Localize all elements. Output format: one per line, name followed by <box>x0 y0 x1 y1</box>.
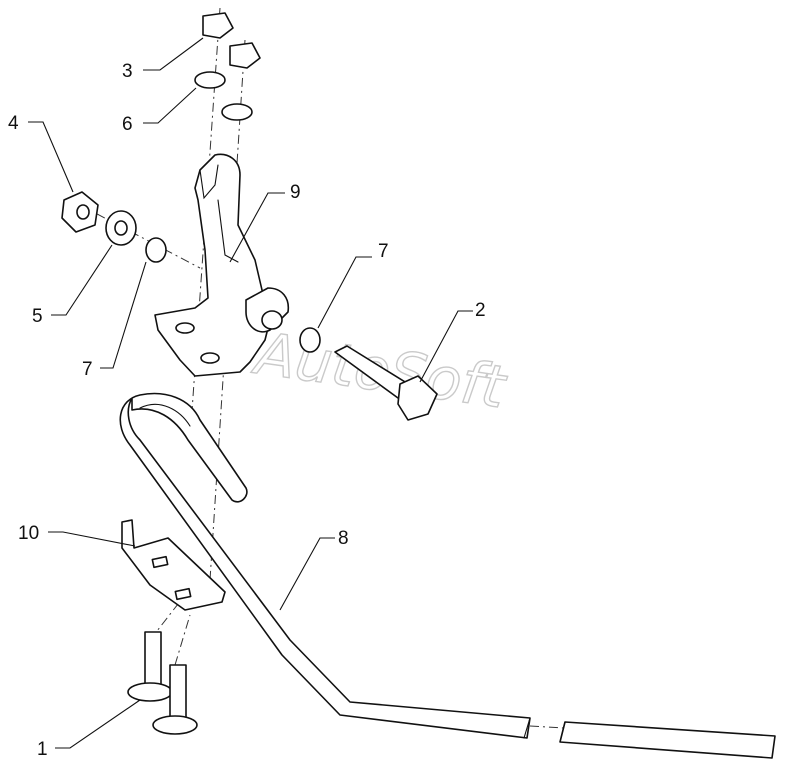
sleeve-part-7 <box>145 237 321 353</box>
leader-10 <box>48 531 136 547</box>
bracket-bushing-bore <box>261 310 283 330</box>
callout-1: 1 <box>37 739 48 760</box>
rod-tail-section <box>559 721 776 759</box>
callout-2: 2 <box>475 300 486 321</box>
washer-part-5 <box>105 210 137 246</box>
bracket-hole-lower <box>200 352 220 364</box>
rod-body <box>119 392 531 739</box>
nuts-part-3 <box>202 12 261 69</box>
bolt-2-head <box>152 715 198 735</box>
leader-2 <box>419 310 473 383</box>
nut-4-hole <box>76 204 90 220</box>
washers-part-6 <box>194 71 253 121</box>
bolt-2-shank <box>169 664 187 721</box>
leader-5 <box>51 244 113 316</box>
rod-break-2 <box>559 721 566 743</box>
washer-6b <box>221 103 253 121</box>
nut-part-4 <box>61 191 99 233</box>
callout-4: 4 <box>8 113 19 134</box>
rod-break-1 <box>523 717 531 739</box>
axis-pivot <box>79 204 201 269</box>
nut-3a <box>202 12 234 39</box>
callout-8: 8 <box>338 528 349 549</box>
plate-part-10 <box>121 519 226 611</box>
washer-5-hole <box>114 220 128 236</box>
washer-6a <box>194 71 226 89</box>
axis-bolt-2 <box>174 614 191 666</box>
leader-lines <box>28 37 473 749</box>
bracket-fold <box>217 199 239 263</box>
bracket-body <box>154 153 271 377</box>
plate-slot-upper <box>151 555 169 569</box>
callout-10: 10 <box>18 523 39 544</box>
plate-slot-lower <box>174 587 192 601</box>
plate-body <box>121 519 226 611</box>
sleeve-7a <box>145 237 167 263</box>
callout-5: 5 <box>32 306 43 327</box>
callout-7b: 7 <box>378 241 389 262</box>
leader-3 <box>143 37 204 71</box>
leader-4 <box>28 121 74 193</box>
bracket-hole-upper <box>175 322 195 334</box>
rod-part-8 <box>119 392 776 759</box>
bolt-part-2 <box>334 345 438 421</box>
bolt-1-head <box>127 682 173 702</box>
axis-break-line <box>529 725 566 729</box>
sleeve-7b <box>299 327 321 353</box>
leader-6 <box>143 87 197 124</box>
leader-7b <box>317 256 372 329</box>
bracket-tab <box>199 164 219 200</box>
callouts: 3 6 4 5 7 7 2 9 8 10 1 <box>8 61 486 760</box>
callout-9: 9 <box>290 182 301 203</box>
callout-6: 6 <box>122 114 133 135</box>
callout-7a: 7 <box>82 359 93 380</box>
leader-9 <box>229 192 285 263</box>
nut-3b <box>229 42 261 69</box>
leader-1 <box>55 699 141 749</box>
rod-loop-inner <box>139 403 191 427</box>
callout-3: 3 <box>122 61 133 82</box>
leader-8 <box>279 537 335 611</box>
bolts-part-1 <box>127 631 198 735</box>
bolt-2-head <box>397 375 438 421</box>
leader-7a <box>100 261 147 369</box>
bracket-part-9 <box>154 153 290 377</box>
bolt-1-shank <box>144 631 162 688</box>
